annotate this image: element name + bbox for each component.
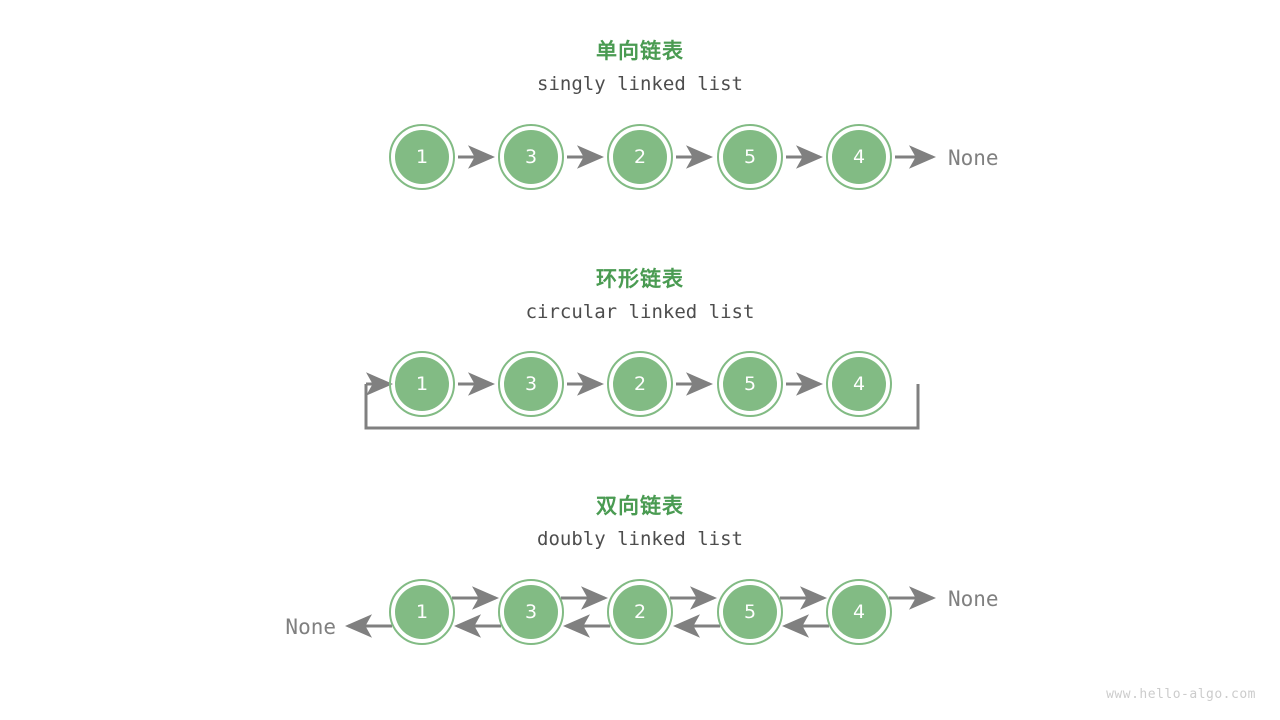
node-value: 3: [525, 601, 537, 623]
circular-svg: 1 3 2 5: [364, 351, 920, 430]
doubly-head-none-label: None: [285, 615, 336, 639]
circular-node-5: 4: [826, 351, 892, 417]
circular-node-4: 5: [717, 351, 783, 417]
doubly-titles: 双向链表 doubly linked list: [0, 493, 1280, 552]
doubly-title-cn: 双向链表: [596, 494, 684, 518]
singly-title-en: singly linked list: [537, 73, 743, 95]
circular-node-2: 3: [498, 351, 564, 417]
section-singly-linked-list: 单向链表 singly linked list: [0, 0, 1280, 230]
singly-titles: 单向链表 singly linked list: [0, 38, 1280, 97]
doubly-node-5: 4: [826, 579, 892, 645]
circular-title-cn: 环形链表: [596, 267, 684, 291]
watermark: www.hello-algo.com: [1106, 687, 1256, 702]
singly-node-1: 1: [389, 124, 455, 190]
node-value: 4: [853, 373, 865, 395]
doubly-title-en: doubly linked list: [537, 528, 743, 550]
doubly-node-3: 2: [607, 579, 673, 645]
doubly-node-4: 5: [717, 579, 783, 645]
singly-node-2: 3: [498, 124, 564, 190]
singly-node-5: 4: [826, 124, 892, 190]
section-doubly-linked-list: 双向链表 doubly linked list: [0, 455, 1280, 685]
node-value: 1: [416, 373, 428, 395]
singly-tail-none-label: None: [948, 146, 999, 170]
node-value: 2: [634, 601, 646, 623]
singly-title-cn: 单向链表: [596, 39, 684, 63]
doubly-node-2: 3: [498, 579, 564, 645]
node-value: 4: [853, 146, 865, 168]
doubly-svg: 1 3 2 5: [285, 579, 999, 645]
circular-title-en: circular linked list: [525, 301, 755, 323]
circular-titles: 环形链表 circular linked list: [0, 266, 1280, 325]
circular-loopback-path: [364, 384, 920, 430]
node-value: 5: [744, 146, 756, 168]
circular-node-1: 1: [389, 351, 455, 417]
circular-node-3: 2: [607, 351, 673, 417]
node-value: 3: [525, 146, 537, 168]
node-value: 3: [525, 373, 537, 395]
singly-node-3: 2: [607, 124, 673, 190]
singly-diagram: 1 3 2 5: [0, 110, 1280, 210]
doubly-diagram: 1 3 2 5: [0, 565, 1280, 675]
doubly-node-1: 1: [389, 579, 455, 645]
section-circular-linked-list: 环形链表 circular linked list: [0, 228, 1280, 458]
circular-diagram: 1 3 2 5: [0, 338, 1280, 458]
node-value: 2: [634, 146, 646, 168]
node-value: 1: [416, 146, 428, 168]
singly-node-4: 5: [717, 124, 783, 190]
singly-svg: 1 3 2 5: [389, 124, 999, 190]
node-value: 4: [853, 601, 865, 623]
node-value: 1: [416, 601, 428, 623]
node-value: 5: [744, 601, 756, 623]
node-value: 5: [744, 373, 756, 395]
node-value: 2: [634, 373, 646, 395]
doubly-tail-none-label: None: [948, 587, 999, 611]
